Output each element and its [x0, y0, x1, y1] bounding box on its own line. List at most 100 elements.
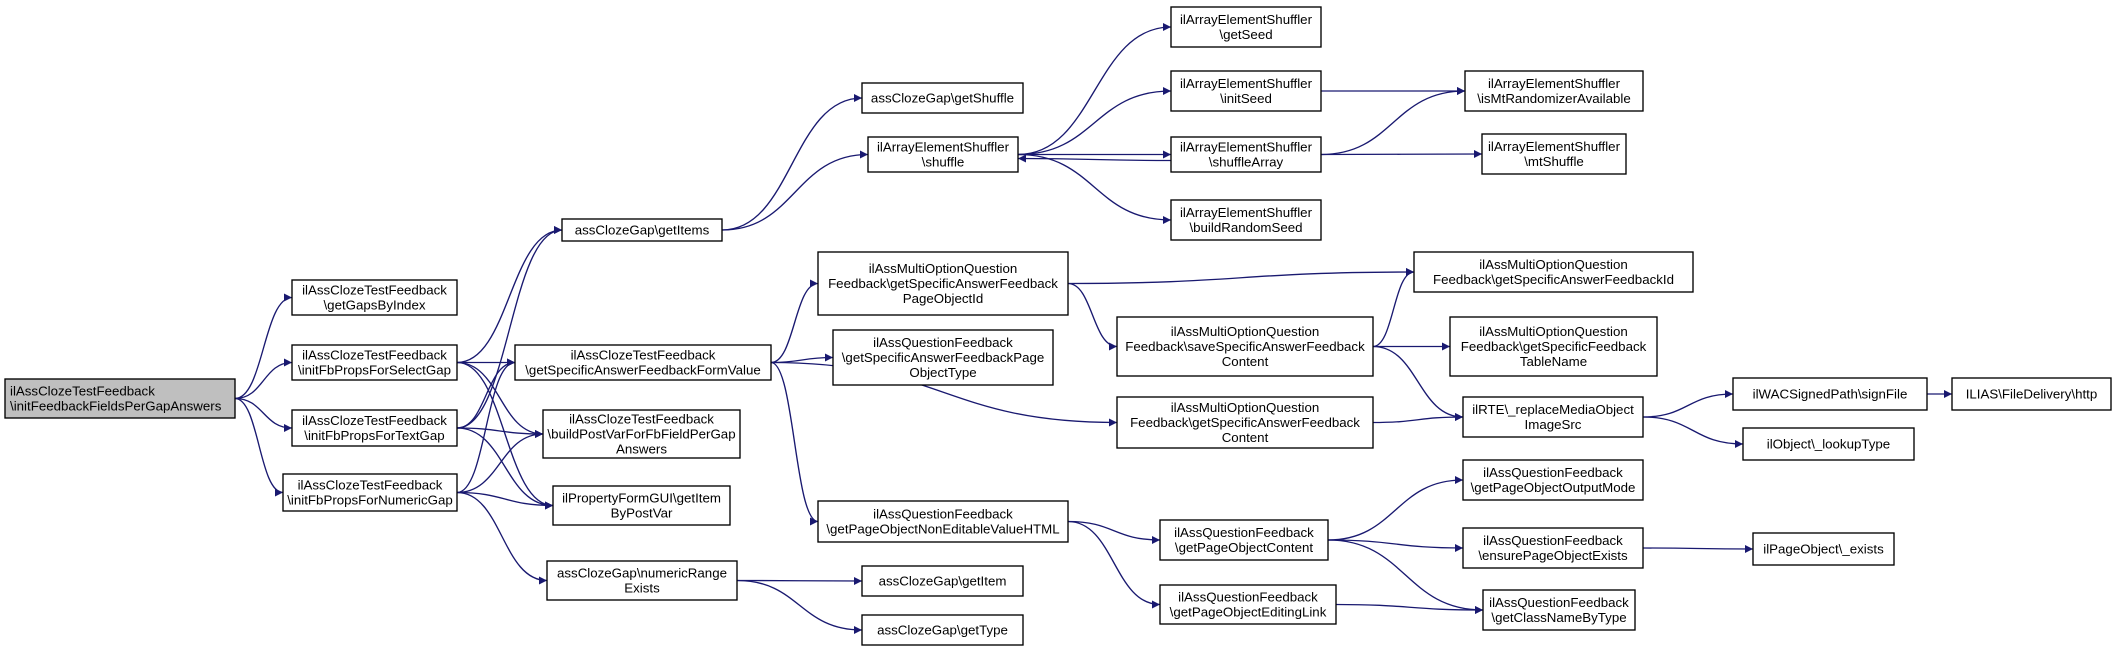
node-label-line: assClozeGap\getShuffle: [871, 91, 1014, 106]
node-label-line: ObjectType: [909, 365, 976, 380]
node-box: [552, 485, 731, 526]
graph-node[interactable]: ilArrayElementShuffler\shuffle: [867, 136, 1019, 173]
graph-node[interactable]: ilAssQuestionFeedback\getPageObjectEditi…: [1159, 584, 1337, 625]
node-label-line: \initFeedbackFieldsPerGapAnswers: [10, 399, 222, 414]
graph-node[interactable]: ilAssMultiOptionQuestionFeedback\getSpec…: [1449, 316, 1658, 377]
node-box: [291, 409, 458, 447]
graph-node[interactable]: ilAssQuestionFeedback\getSpecificAnswerF…: [832, 329, 1054, 386]
graph-node[interactable]: ilAssMultiOptionQuestionFeedback\getSpec…: [817, 251, 1069, 316]
node-label-line: ilAssClozeTestFeedback: [302, 283, 447, 298]
graph-node[interactable]: assClozeGap\getType: [861, 614, 1024, 646]
edge-n6-n22: [770, 361, 1118, 427]
graph-node[interactable]: ilAssClozeTestFeedback\getSpecificAnswer…: [514, 344, 772, 381]
edge-n4-n9: [456, 491, 548, 585]
node-label-line: ilArrayElementShuffler: [1488, 139, 1621, 154]
node-label-line: \ensurePageObjectExists: [1478, 548, 1628, 563]
node-box: [861, 82, 1024, 114]
graph-node[interactable]: ilAssQuestionFeedback\getPageObjectNonEd…: [817, 500, 1069, 543]
graph-node[interactable]: ilAssQuestionFeedback\getPageObjectConte…: [1159, 519, 1329, 561]
edge-n5-n10: [721, 94, 863, 231]
edge-n12-n21: [1067, 282, 1118, 351]
graph-node[interactable]: ilAssClozeTestFeedback\buildPostVarForFb…: [542, 409, 741, 459]
node-label-line: assClozeGap\getType: [877, 623, 1008, 638]
node-label-line: \getClassNameByType: [1491, 610, 1626, 625]
node-box: [817, 251, 1069, 316]
edge-n12-n27: [1067, 268, 1415, 285]
node-box: [1464, 70, 1644, 112]
node-label-line: \getPageObjectNonEditableValueHTML: [826, 522, 1059, 537]
node-label-line: ilPageObject\_exists: [1763, 542, 1884, 557]
graph-node[interactable]: ilArrayElementShuffler\shuffleArray: [1170, 136, 1322, 173]
node-box: [1752, 532, 1895, 566]
node-label-line: \shuffleArray: [1209, 155, 1284, 170]
node-label-line: \mtShuffle: [1524, 154, 1584, 169]
node-box: [1159, 584, 1337, 625]
graph-node[interactable]: assClozeGap\getItem: [861, 565, 1024, 597]
graph-node[interactable]: ilArrayElementShuffler\initSeed: [1170, 70, 1322, 112]
edge-n6-n14: [770, 361, 819, 526]
node-label-line: ILIAS\FileDelivery\http: [1966, 387, 2098, 402]
graph-node[interactable]: ilWACSignedPath\signFile: [1732, 377, 1928, 411]
node-label-line: \getPageObjectContent: [1175, 540, 1314, 555]
node-box: [1170, 70, 1322, 112]
node-label-line: \getSeed: [1219, 27, 1272, 42]
graph-node[interactable]: assClozeGap\getShuffle: [861, 82, 1024, 114]
graph-node[interactable]: ilAssClozeTestFeedback\initFeedbackField…: [4, 378, 236, 419]
edge-n5-n11: [721, 150, 869, 231]
graph-node[interactable]: ilAssClozeTestFeedback\initFbPropsForSel…: [291, 344, 458, 381]
graph-node[interactable]: ilPageObject\_exists: [1752, 532, 1895, 566]
graph-node[interactable]: ilArrayElementShuffler\mtShuffle: [1481, 133, 1627, 175]
node-label-line: Feedback\getSpecificAnswerFeedback: [828, 276, 1058, 291]
node-box: [4, 378, 236, 419]
graph-node[interactable]: assClozeGap\getItems: [561, 218, 723, 242]
edge-n9-n15: [736, 576, 863, 585]
node-label-line: ilAssClozeTestFeedback: [302, 413, 447, 428]
node-label-line: ilAssMultiOptionQuestion: [1479, 324, 1628, 339]
node-box: [561, 218, 723, 242]
edge-n11-n18: [1017, 87, 1172, 156]
graph-node[interactable]: ilObject\_lookupType: [1742, 427, 1915, 461]
node-box: [514, 344, 772, 381]
graph-node[interactable]: ilAssQuestionFeedback\getPageObjectOutpu…: [1462, 459, 1644, 501]
node-label-line: ilAssClozeTestFeedback: [569, 412, 714, 427]
node-label-line: \getPageObjectOutputMode: [1471, 480, 1636, 495]
node-label-line: Answers: [616, 442, 667, 457]
graph-node[interactable]: ilAssClozeTestFeedback\initFbPropsForTex…: [291, 409, 458, 447]
node-label-line: ilAssMultiOptionQuestion: [1479, 257, 1628, 272]
node-box: [1732, 377, 1928, 411]
node-label-line: \initFbPropsForTextGap: [304, 428, 444, 443]
node-label-line: Feedback\getSpecificFeedback: [1461, 339, 1647, 354]
graph-node[interactable]: ilAssMultiOptionQuestionFeedback\saveSpe…: [1116, 316, 1374, 377]
node-label-line: Feedback\saveSpecificAnswerFeedback: [1125, 339, 1365, 354]
edge-n31-n35: [1642, 544, 1754, 553]
node-label-line: ilRTE\_replaceMediaObject: [1472, 402, 1634, 417]
node-box: [1951, 377, 2112, 411]
node-box: [1170, 6, 1322, 48]
node-label-line: ilAssQuestionFeedback: [1483, 465, 1623, 480]
edge-n2-n8: [456, 361, 554, 510]
graph-node[interactable]: ilAssClozeTestFeedback\getGapsByIndex: [291, 279, 458, 316]
node-label-line: ilArrayElementShuffler: [1180, 140, 1313, 155]
node-box: [542, 409, 741, 459]
node-label-line: ilAssQuestionFeedback: [873, 335, 1013, 350]
node-box: [1482, 589, 1636, 631]
node-label-line: ilAssClozeTestFeedback: [298, 478, 443, 493]
graph-node[interactable]: ilAssMultiOptionQuestionFeedback\getSpec…: [1413, 251, 1694, 293]
node-label-line: ilArrayElementShuffler: [877, 140, 1010, 155]
graph-node[interactable]: ilAssMultiOptionQuestionFeedback\getSpec…: [1116, 396, 1374, 449]
graph-node[interactable]: ilArrayElementShuffler\buildRandomSeed: [1170, 199, 1322, 241]
edge-n19-n26: [1320, 150, 1483, 159]
graph-node[interactable]: ilAssQuestionFeedback\ensurePageObjectEx…: [1462, 527, 1644, 569]
node-label-line: ilArrayElementShuffler: [1180, 76, 1313, 91]
edge-n14-n23: [1067, 520, 1161, 544]
graph-node[interactable]: ilArrayElementShuffler\isMtRandomizerAva…: [1464, 70, 1644, 112]
graph-node[interactable]: ilAssClozeTestFeedback\initFbPropsForNum…: [282, 473, 458, 512]
graph-node[interactable]: ilArrayElementShuffler\getSeed: [1170, 6, 1322, 48]
graph-node[interactable]: ILIAS\FileDelivery\http: [1951, 377, 2112, 411]
edge-n23-n32: [1327, 539, 1484, 614]
edge-n4-n7: [456, 430, 544, 494]
graph-node[interactable]: ilAssQuestionFeedback\getClassNameByType: [1482, 589, 1636, 631]
